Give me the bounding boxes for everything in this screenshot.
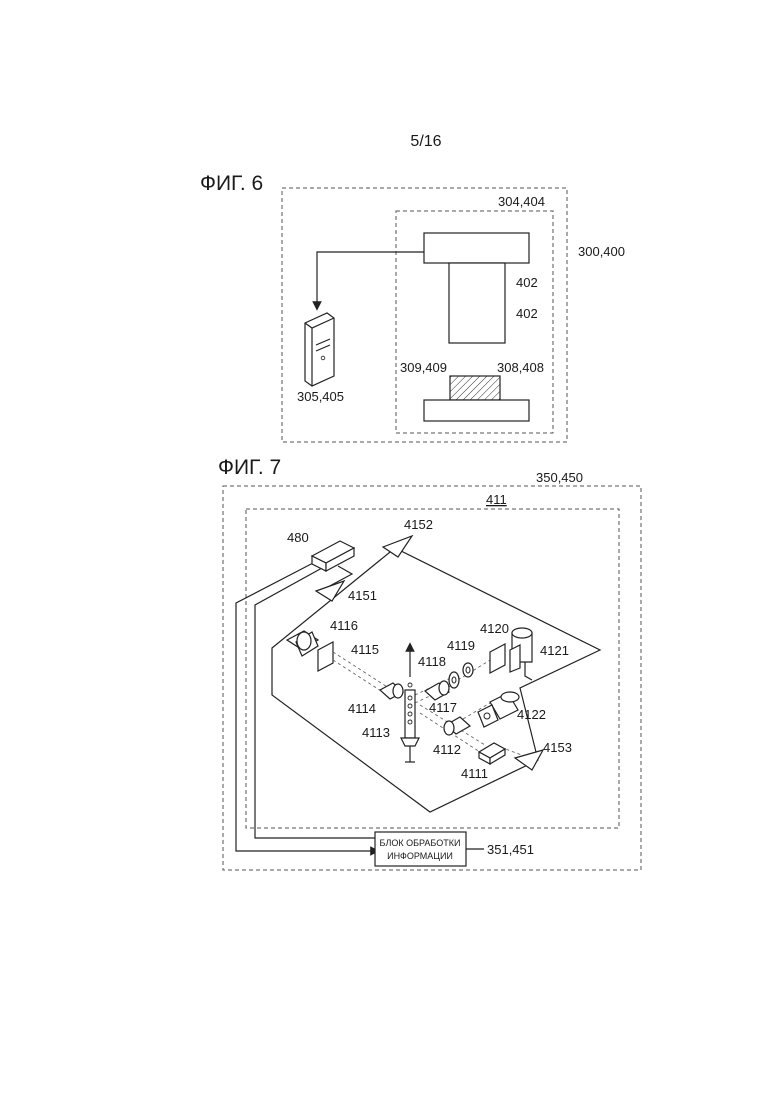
fig7-label-4112: 4112 — [433, 742, 461, 757]
computer-icon — [305, 313, 334, 386]
fig6-label-sample: 308,408 — [497, 360, 544, 375]
fig6-label-stage: 309,409 — [400, 360, 447, 375]
fig7-label-processor: 351,451 — [487, 842, 534, 857]
flow-cell-4113 — [401, 647, 419, 762]
optic-4118 — [449, 672, 459, 688]
fig7-label-4111: 4111 — [461, 766, 488, 781]
hub-480 — [312, 541, 354, 571]
fig7-label-4117: 4117 — [429, 700, 457, 715]
fig7-label-4120: 4120 — [480, 621, 509, 636]
fig6-stage — [424, 400, 529, 421]
fig7-title: ФИГ. 7 — [218, 456, 281, 479]
fig6-signal-arrow — [317, 252, 424, 306]
fig6-title: ФИГ. 6 — [200, 172, 263, 195]
lens-4114 — [380, 683, 403, 699]
fig6-head-body — [449, 263, 505, 343]
fig6-label-inner: 304,404 — [498, 194, 545, 209]
light-source-4111 — [479, 743, 505, 764]
processing-unit-line2: ИНФОРМАЦИИ — [387, 851, 453, 861]
detector-4122 — [478, 692, 519, 727]
lens-4112 — [444, 717, 470, 735]
fig7-label-outer: 350,450 — [536, 470, 583, 485]
figure-7: ФИГ. 7 350,450 411 480 4152 4151 411 — [218, 456, 641, 870]
filter-4120 — [490, 644, 505, 673]
fig7-label-4118: 4118 — [418, 654, 446, 669]
fig7-label-4119: 4119 — [447, 638, 475, 653]
fig7-label-4122: 4122 — [517, 707, 546, 722]
fig6-label-head-top: 402 — [516, 275, 538, 290]
fig7-label-hub: 480 — [287, 530, 309, 545]
mirror-4151 — [316, 581, 344, 601]
fig7-label-4153: 4153 — [543, 740, 572, 755]
fig7-label-4152: 4152 — [404, 517, 433, 532]
lens-4117 — [425, 681, 449, 700]
processing-unit-line1: БЛОК ОБРАБОТКИ — [380, 838, 461, 848]
fig7-base-plate — [272, 548, 600, 812]
fig7-label-4121: 4121 — [540, 643, 569, 658]
mirror-4153 — [515, 750, 543, 770]
page-number: 5/16 — [410, 133, 441, 150]
fig6-head-top — [424, 233, 529, 263]
fig7-label-4115: 4115 — [351, 642, 379, 657]
fig6-label-head-body: 402 — [516, 306, 538, 321]
fig6-label-outer: 300,400 — [578, 244, 625, 259]
optic-4119 — [463, 663, 473, 677]
processing-unit-box: БЛОК ОБРАБОТКИ ИНФОРМАЦИИ — [375, 832, 466, 866]
filter-4115 — [318, 642, 333, 671]
fig7-label-4114: 4114 — [348, 701, 376, 716]
fig7-outer-boundary — [223, 486, 641, 870]
fig6-sample — [450, 376, 500, 400]
fig7-label-4151: 4151 — [348, 588, 377, 603]
detector-4121 — [510, 628, 532, 680]
figure-6: ФИГ. 6 300,400 304,404 402 402 305,405 3… — [200, 172, 625, 442]
fig7-label-4113: 4113 — [362, 725, 390, 740]
fig7-label-4116: 4116 — [330, 618, 358, 633]
fig6-label-computer: 305,405 — [297, 389, 344, 404]
fig7-label-inner: 411 — [486, 492, 507, 507]
detector-4116 — [287, 631, 318, 656]
